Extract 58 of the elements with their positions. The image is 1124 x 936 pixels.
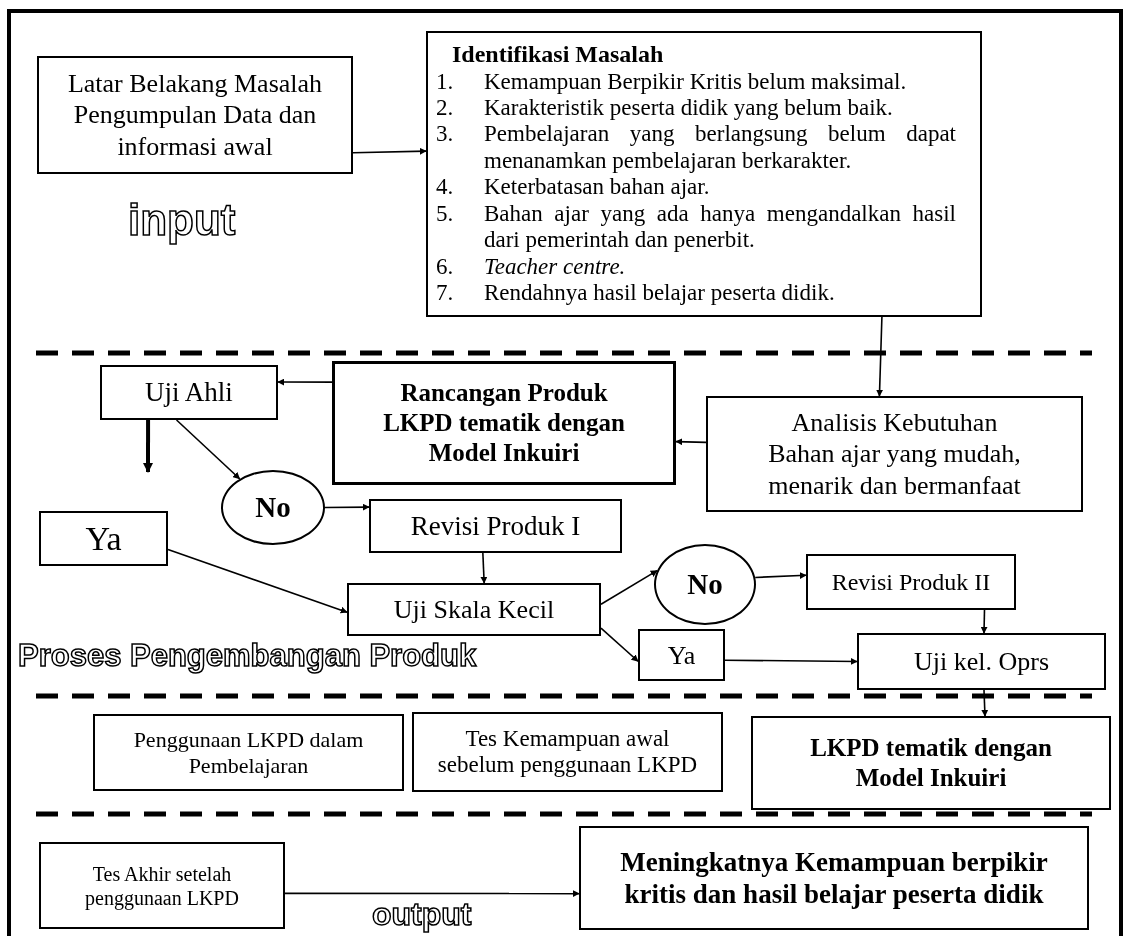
process-box [332, 361, 676, 485]
process-box [37, 56, 353, 174]
process-box [39, 842, 285, 929]
decision-box [638, 629, 725, 681]
list-item: 4. Keterbatasan bahan ajar. [436, 174, 711, 201]
arrow [143, 420, 153, 473]
node-text: Ya [85, 519, 122, 559]
process-box [412, 712, 723, 792]
node-text: Penggunaan LKPD dalam Pembelajaran [132, 727, 365, 778]
node-text: Revisi Produk I [410, 509, 581, 543]
decision-box [39, 511, 168, 566]
node-text: Uji Skala Kecil [393, 594, 555, 626]
list-item: 2. Karakteristik peserta didik yang belum baik. [436, 95, 894, 122]
arrow [980, 609, 988, 634]
arrow [284, 890, 580, 898]
process-box [751, 716, 1111, 810]
node-text: Ya [667, 639, 696, 672]
arrow [981, 689, 989, 717]
list-item: 5. Bahan ajar yang ada hanya mengandalkan hasil dari pemerintah dan penerbit. [436, 200, 956, 254]
arrow [754, 572, 807, 580]
arrow [600, 569, 658, 605]
node-text: Revisi Produk II [831, 568, 991, 597]
node-text: Tes Akhir setelah penggunaan LKPD [84, 861, 240, 910]
node-text: Tes Kemampuan awal sebelum penggunaan LKPD [436, 725, 699, 779]
arrow [175, 419, 241, 480]
arrow [352, 147, 427, 155]
arrow [277, 378, 333, 386]
list-item: 6. Teacher centre. [436, 253, 627, 281]
list-item: 7. Rendahnya hasil belajar peserta didik. [436, 280, 836, 307]
node-text: Uji kel. Oprs [913, 646, 1049, 678]
arrow [167, 548, 348, 614]
arrow [600, 627, 639, 663]
node-text: Analisis Kebutuhan [791, 407, 998, 439]
arrow [480, 552, 488, 584]
process-box [93, 714, 404, 791]
node-text: LKPD tematik dengan Model Inkuiri [809, 733, 1053, 793]
list-item: 1. Kemampuan Berpikir Kritis belum maksimal. [436, 68, 908, 96]
list-item: 3. Pembelajaran yang berlangsung belum dapat menanamkan pembelajaran berkarakter. [436, 121, 956, 175]
problem-list-box [426, 31, 982, 317]
process-box [347, 583, 601, 636]
node-text: Uji Ahli [145, 376, 233, 410]
node-text: Bahan ajar yang mudah, menarik dan bermanfaat [767, 438, 1022, 501]
list-heading: Identifikasi Masalah [452, 41, 664, 69]
arrow [876, 316, 884, 397]
node-text: Rancangan Produk LKPD tematik dengan Model Inkuiri [382, 378, 626, 468]
node-text: Meningkatnya Kemampuan berpikir kritis dan hasil belajar peserta didik [619, 845, 1049, 911]
arrow [324, 503, 370, 511]
node-text: Latar Belakang Masalah Pengumpulan Data dan informasi awal [66, 68, 324, 162]
process-box [369, 499, 622, 553]
arrow [675, 438, 707, 446]
result-box [579, 826, 1089, 930]
process-box [100, 365, 278, 420]
process-box [806, 554, 1016, 610]
node-text: No [687, 566, 723, 602]
arrow [724, 657, 858, 665]
node-text: No [255, 489, 291, 525]
process-box [857, 633, 1106, 690]
process-box [706, 396, 1083, 512]
